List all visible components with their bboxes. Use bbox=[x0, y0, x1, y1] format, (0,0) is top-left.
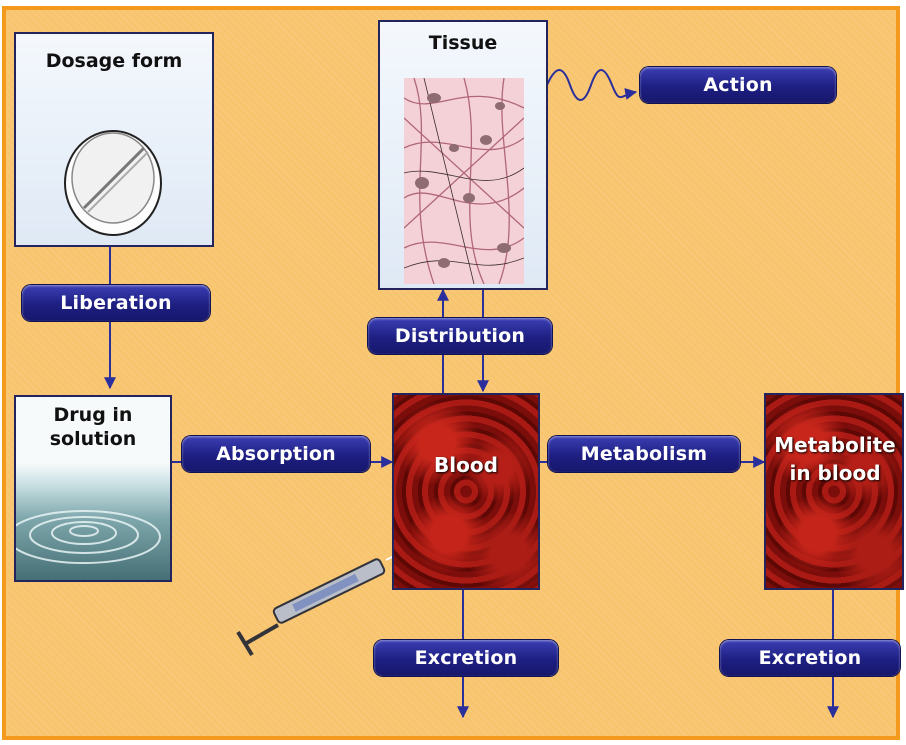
tablet-icon bbox=[60, 122, 168, 242]
tissue-node: Tissue bbox=[378, 20, 548, 290]
metabolite-in-blood-node: Metabolite in blood bbox=[764, 393, 904, 590]
liberation-pill: Liberation bbox=[22, 285, 210, 321]
blood-label: Blood bbox=[394, 453, 538, 477]
excretion-blood-pill: Excretion bbox=[374, 640, 558, 676]
dosage-form-node: Dosage form bbox=[14, 32, 214, 247]
excretion-metabolite-pill: Excretion bbox=[720, 640, 900, 676]
tissue-micrograph bbox=[404, 78, 524, 284]
absorption-pill: Absorption bbox=[182, 436, 370, 472]
action-pill: Action bbox=[640, 67, 836, 103]
metabolism-pill: Metabolism bbox=[548, 436, 740, 472]
water-ripple-image bbox=[16, 497, 170, 580]
drug-in-solution-label: Drug in solution bbox=[30, 403, 156, 451]
dosage-form-label: Dosage form bbox=[16, 50, 212, 72]
metabolite-in-blood-label: Metabolite in blood bbox=[772, 431, 898, 487]
tissue-label: Tissue bbox=[380, 32, 546, 54]
action-wave bbox=[547, 70, 636, 100]
distribution-pill: Distribution bbox=[368, 318, 552, 354]
drug-in-solution-node: Drug in solution bbox=[14, 395, 172, 582]
blood-node: Blood bbox=[392, 393, 540, 590]
